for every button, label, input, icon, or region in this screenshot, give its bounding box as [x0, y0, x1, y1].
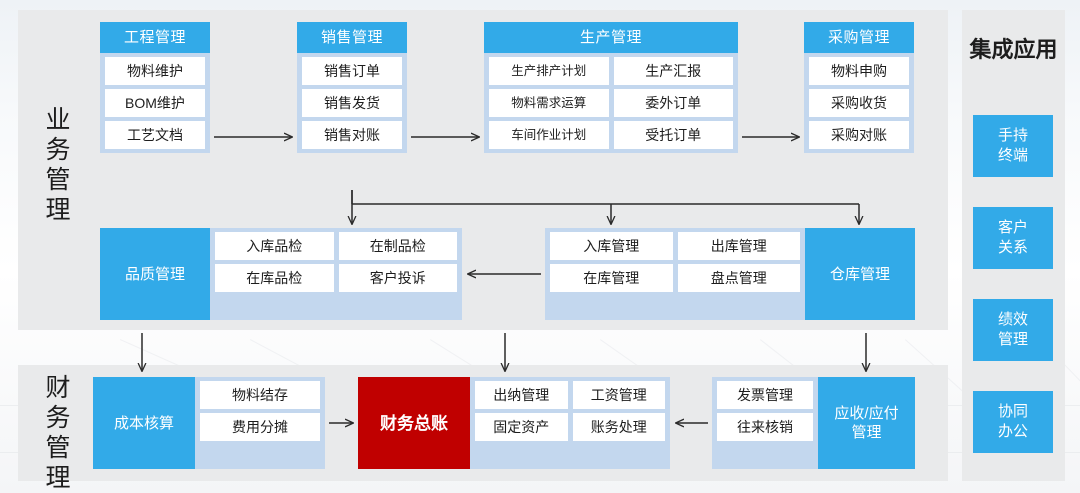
app-label-line1: 手持 [997, 127, 1028, 144]
app-tile-performance-management[interactable]: 绩效 管理 [973, 299, 1053, 361]
cell-item[interactable]: 受托订单 [613, 121, 733, 149]
cell-item[interactable]: 车间作业计划 [489, 121, 609, 149]
cell-item[interactable]: 物料需求运算 [489, 89, 609, 117]
cell-item[interactable]: 出库管理 [677, 232, 800, 260]
app-label-line2: 终端 [997, 147, 1028, 164]
group-engineering: 工程管理 物料维护 BOM维护 工艺文档 [100, 22, 210, 153]
cell-item[interactable]: 在库品检 [215, 264, 334, 292]
cost-items-box: 物料结存 费用分摊 [195, 377, 325, 469]
app-label-line1: 绩效 [997, 311, 1028, 328]
quality-items-box: 入库品检 在库品检 在制品检 客户投诉 [210, 228, 462, 320]
cell-item[interactable]: 销售对账 [302, 121, 402, 149]
group-engineering-items: 物料维护 BOM维护 工艺文档 [100, 53, 210, 153]
cell-item[interactable]: 出纳管理 [475, 381, 568, 409]
app-tile-customer-relations[interactable]: 客户 关系 [973, 207, 1053, 269]
cell-item[interactable]: 客户投诉 [338, 264, 457, 292]
cell-item[interactable]: 采购对账 [809, 121, 909, 149]
cell-item[interactable]: 生产汇报 [613, 57, 733, 85]
business-panel-label: 业务管理 [45, 106, 71, 224]
cell-item[interactable]: 发票管理 [717, 381, 813, 409]
block-warehouse-management[interactable]: 仓库管理 [805, 228, 915, 320]
cell-item[interactable]: 固定资产 [475, 413, 568, 441]
integration-panel-title: 集成应用 [969, 37, 1058, 62]
app-label-line2: 办公 [997, 423, 1028, 440]
cell-item[interactable]: 入库品检 [215, 232, 334, 260]
cell-item[interactable]: 生产排产计划 [489, 57, 609, 85]
group-sales-title: 销售管理 [297, 22, 407, 53]
cell-item[interactable]: 工艺文档 [105, 121, 205, 149]
accounting-col-right: 工资管理 账务处理 [572, 381, 665, 465]
app-tile-collaborative-office[interactable]: 协同 办公 [973, 391, 1053, 453]
receivable-items-box: 发票管理 往来核销 [712, 377, 818, 469]
app-label-line2: 关系 [997, 239, 1028, 256]
cell-item[interactable]: 物料维护 [105, 57, 205, 85]
group-purchasing-items: 物料申购 采购收货 采购对账 [804, 53, 914, 153]
block-quality-management[interactable]: 品质管理 [100, 228, 210, 320]
group-production-col-right: 生产汇报 委外订单 受托订单 [613, 57, 733, 149]
cell-item[interactable]: 物料结存 [200, 381, 320, 409]
cell-item[interactable]: 销售订单 [302, 57, 402, 85]
app-label-line1: 协同 [997, 403, 1028, 420]
group-purchasing: 采购管理 物料申购 采购收货 采购对账 [804, 22, 914, 153]
cell-item[interactable]: 在制品检 [338, 232, 457, 260]
cell-item[interactable]: 往来核销 [717, 413, 813, 441]
app-label-line2: 管理 [997, 331, 1028, 348]
cost-col: 物料结存 费用分摊 [200, 381, 320, 465]
receivable-label-line2: 管理 [851, 424, 882, 441]
warehouse-col-right: 出库管理 盘点管理 [677, 232, 800, 316]
group-production: 生产管理 生产排产计划 物料需求运算 车间作业计划 生产汇报 委外订单 受托订单 [484, 22, 738, 153]
app-tile-handheld-terminal[interactable]: 手持 终端 [973, 115, 1053, 177]
warehouse-items-box: 入库管理 在库管理 出库管理 盘点管理 [545, 228, 805, 320]
accounting-col-left: 出纳管理 固定资产 [475, 381, 568, 465]
cell-item[interactable]: 销售发货 [302, 89, 402, 117]
cell-item[interactable]: 入库管理 [550, 232, 673, 260]
cell-item[interactable]: 采购收货 [809, 89, 909, 117]
cell-item[interactable]: BOM维护 [105, 89, 205, 117]
finance-panel-label: 财务管理 [45, 374, 71, 492]
cell-item[interactable]: 盘点管理 [677, 264, 800, 292]
group-purchasing-title: 采购管理 [804, 22, 914, 53]
block-receivable-payable[interactable]: 应收/应付 管理 [818, 377, 915, 469]
group-production-items: 生产排产计划 物料需求运算 车间作业计划 生产汇报 委外订单 受托订单 [484, 53, 738, 153]
warehouse-col-left: 入库管理 在库管理 [550, 232, 673, 316]
group-engineering-title: 工程管理 [100, 22, 210, 53]
receivable-col: 发票管理 往来核销 [717, 381, 813, 465]
cell-item[interactable]: 账务处理 [572, 413, 665, 441]
cell-item[interactable]: 物料申购 [809, 57, 909, 85]
accounting-items-box: 出纳管理 固定资产 工资管理 账务处理 [470, 377, 670, 469]
receivable-label-line1: 应收/应付 [834, 405, 899, 422]
group-sales: 销售管理 销售订单 销售发货 销售对账 [297, 22, 407, 153]
cell-item[interactable]: 委外订单 [613, 89, 733, 117]
quality-col-left: 入库品检 在库品检 [215, 232, 334, 316]
app-label-line1: 客户 [997, 219, 1028, 236]
quality-col-right: 在制品检 客户投诉 [338, 232, 457, 316]
group-production-col-left: 生产排产计划 物料需求运算 车间作业计划 [489, 57, 609, 149]
cell-item[interactable]: 费用分摊 [200, 413, 320, 441]
cell-item[interactable]: 工资管理 [572, 381, 665, 409]
block-general-ledger[interactable]: 财务总账 [358, 377, 470, 469]
block-cost-accounting[interactable]: 成本核算 [93, 377, 195, 469]
cell-item[interactable]: 在库管理 [550, 264, 673, 292]
group-production-title: 生产管理 [484, 22, 738, 53]
group-sales-items: 销售订单 销售发货 销售对账 [297, 53, 407, 153]
